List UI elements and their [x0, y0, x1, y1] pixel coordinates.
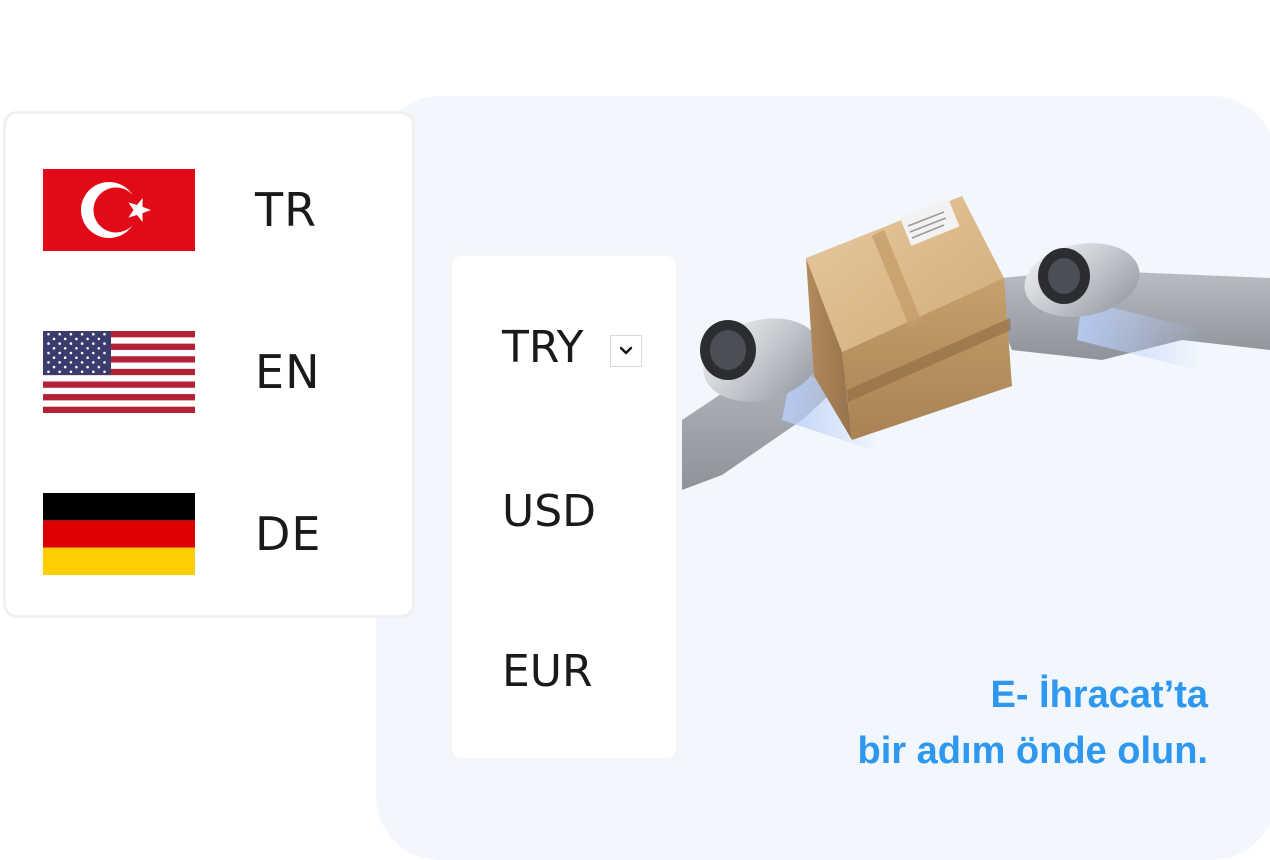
flying-box-illustration — [682, 196, 1270, 490]
chevron-down-icon — [619, 346, 633, 355]
language-option-tr[interactable]: TR — [43, 168, 393, 252]
currency-option-usd[interactable]: USD — [502, 486, 596, 537]
currency-code-selected: TRY — [502, 322, 584, 373]
germany-flag-icon — [43, 493, 195, 575]
language-code: EN — [255, 345, 321, 399]
currency-dropdown-toggle[interactable] — [610, 335, 642, 367]
language-option-en[interactable]: EN — [43, 330, 393, 414]
usa-flag-icon — [43, 331, 195, 413]
slogan-line-2: bir adım önde olun. — [857, 730, 1208, 772]
language-option-de[interactable]: DE — [43, 492, 393, 576]
language-code: DE — [255, 507, 322, 561]
currency-selector-card: TRY USD EUR — [448, 252, 680, 762]
currency-code: EUR — [502, 646, 593, 697]
slogan-line-1: E- İhracat’ta — [990, 674, 1208, 716]
language-code: TR — [255, 183, 318, 237]
currency-code: USD — [502, 486, 597, 537]
currency-option-selected[interactable]: TRY — [502, 322, 584, 373]
language-selector-card: TR EN DE — [3, 111, 415, 618]
currency-option-eur[interactable]: EUR — [502, 646, 593, 697]
turkey-flag-icon — [43, 169, 195, 251]
